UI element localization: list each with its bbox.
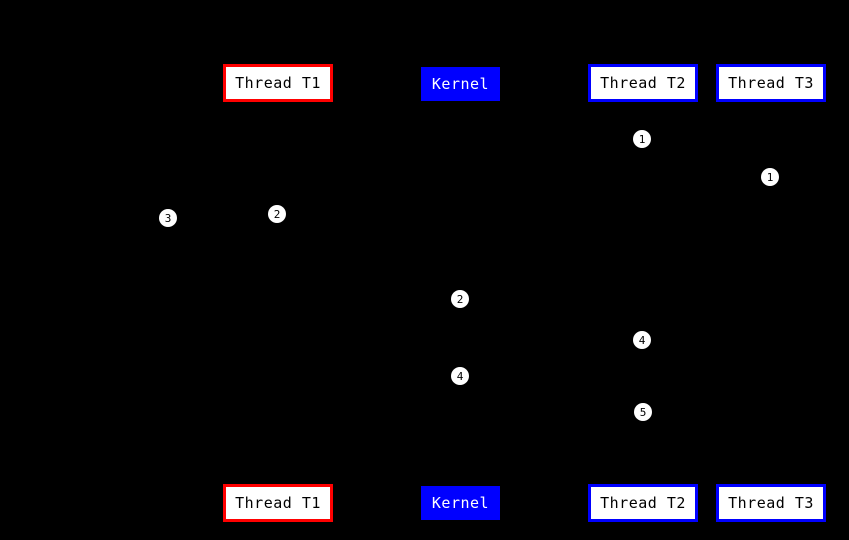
step-marker: 3 xyxy=(159,209,177,227)
thread-t2-box-top: Thread T2 xyxy=(588,64,698,102)
kernel-box-bottom: Kernel xyxy=(421,486,500,520)
thread-t1-box-bottom: Thread T1 xyxy=(223,484,333,522)
step-marker: 2 xyxy=(451,290,469,308)
kernel-box-top: Kernel xyxy=(421,67,500,101)
step-marker: 2 xyxy=(268,205,286,223)
thread-t1-box-top: Thread T1 xyxy=(223,64,333,102)
step-marker: 4 xyxy=(633,331,651,349)
thread-t3-box-top: Thread T3 xyxy=(716,64,826,102)
step-marker: 5 xyxy=(634,403,652,421)
thread-t3-box-bottom: Thread T3 xyxy=(716,484,826,522)
step-marker: 4 xyxy=(451,367,469,385)
thread-t2-box-bottom: Thread T2 xyxy=(588,484,698,522)
step-marker: 1 xyxy=(633,130,651,148)
step-marker: 1 xyxy=(761,168,779,186)
